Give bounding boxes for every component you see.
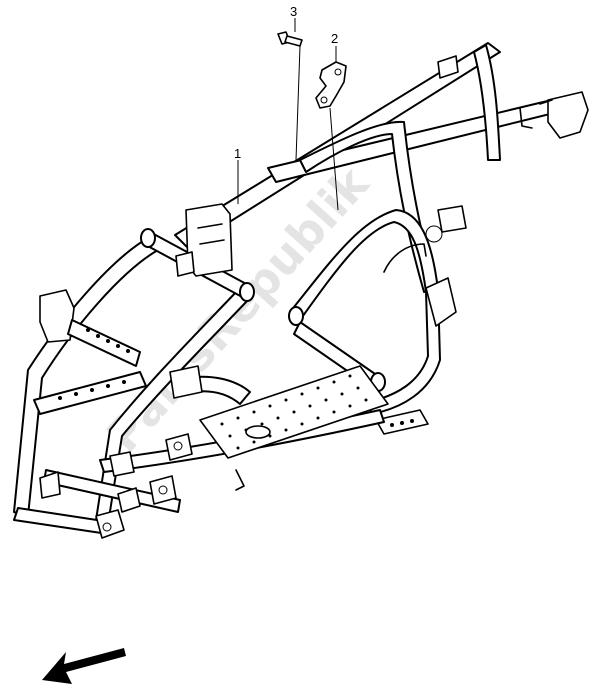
callout-2: 2 [331,31,338,46]
callout-3: 3 [290,4,297,19]
mid-cross-member [67,319,141,367]
floor-cross-start [288,306,304,326]
bracket-assembly-line [329,107,339,211]
bottom-tab [235,469,245,491]
cross-bar-end-right [239,282,255,302]
bracket-hole-bottom [320,96,328,104]
lower-cross-member [33,371,147,415]
callout-1: 1 [234,146,241,161]
gear-icon [425,225,443,243]
rear-drop-tube [473,44,501,161]
rear-tab-left [437,55,459,79]
bracket-hole-top [334,68,342,76]
block-hole-3 [410,419,414,423]
bolt-part: 3 [277,4,303,161]
top-rail-lower [267,97,567,183]
seat-mount-foot [175,251,195,277]
left-front-bracket [39,289,75,343]
rear-hook-2 [539,99,553,105]
front-direction-arrow-icon [42,648,126,684]
block-hole-1 [390,423,394,427]
lower-cross-holes [58,380,126,400]
right-side-plate [425,277,457,327]
bolt-assembly-line [295,45,301,161]
cross-bar-end-left [140,228,156,248]
bracket-body [315,61,347,109]
frame-callout: 1 [234,146,241,204]
floor-pan-holes [220,374,368,450]
mid-cross-holes [86,328,130,353]
seat-mount-detail [197,223,225,245]
bracket-part: 2 [315,31,347,211]
bolt-shank [284,35,303,47]
suspension-mounts [39,433,193,539]
rear-end-block [547,91,589,139]
side-bracket [437,205,467,233]
frame-part [13,42,589,539]
center-pivot-block [169,365,203,399]
rear-hook [519,107,533,129]
block-hole-2 [400,421,404,425]
floor-drain-hole [245,425,271,439]
front-lower-tube [13,507,111,535]
bracket-curve [383,243,427,273]
